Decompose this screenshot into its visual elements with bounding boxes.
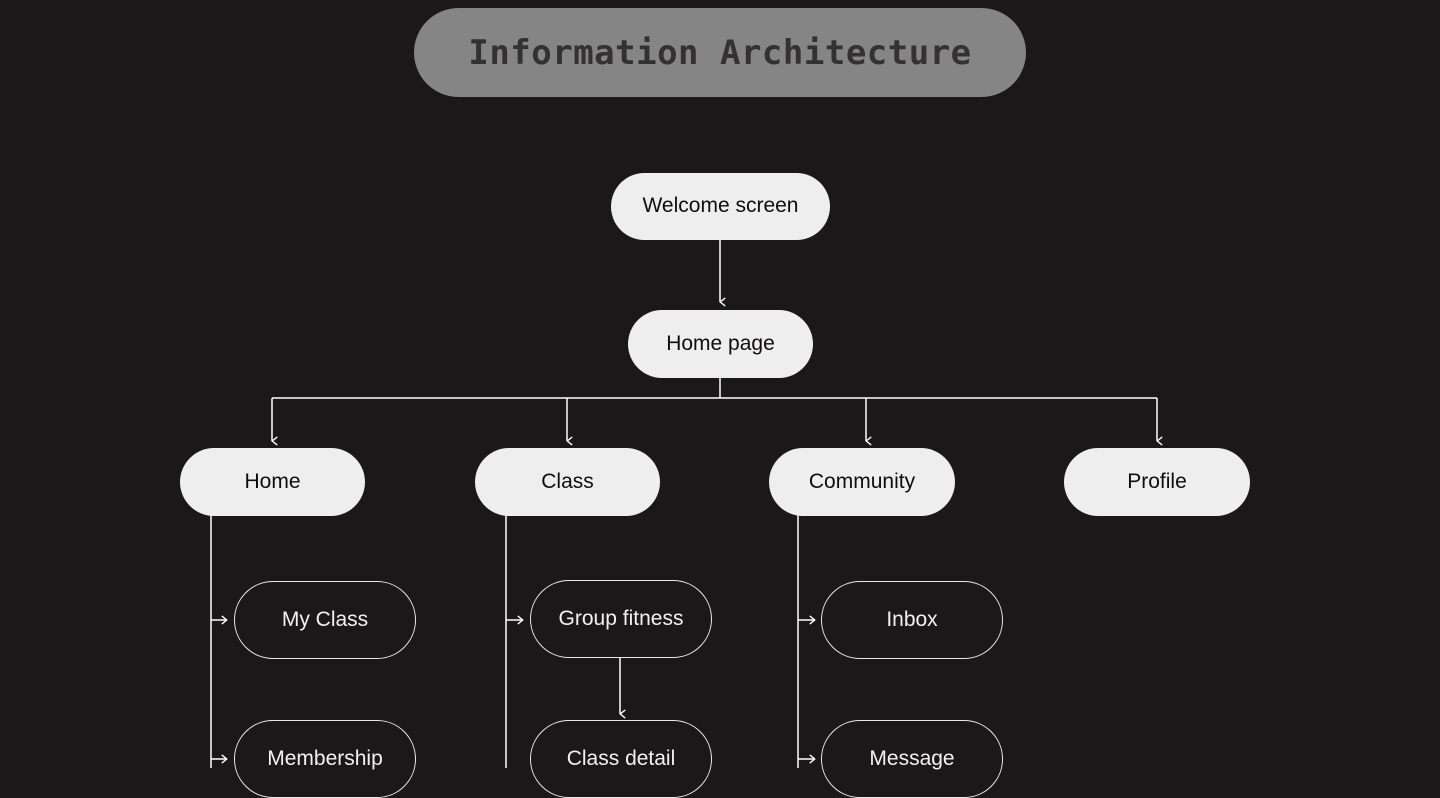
node-profile-label: Profile bbox=[1127, 469, 1187, 493]
node-group-fitness-label: Group fitness bbox=[558, 606, 684, 630]
node-home-label: Home bbox=[244, 469, 301, 493]
node-home-page-label: Home page bbox=[666, 331, 775, 355]
node-membership-label: Membership bbox=[267, 746, 383, 770]
node-welcome-screen-label: Welcome screen bbox=[642, 194, 799, 218]
node-class-label: Class bbox=[541, 469, 594, 493]
node-community-label: Community bbox=[808, 469, 916, 493]
node-message-label: Message bbox=[869, 746, 955, 770]
node-home-page[interactable]: Home page bbox=[628, 310, 813, 378]
node-profile[interactable]: Profile bbox=[1064, 448, 1250, 516]
node-my-class-label: My Class bbox=[281, 607, 369, 631]
node-membership[interactable]: Membership bbox=[234, 720, 416, 798]
node-community[interactable]: Community bbox=[769, 448, 955, 516]
node-welcome-screen[interactable]: Welcome screen bbox=[611, 173, 830, 240]
node-inbox-label: Inbox bbox=[886, 607, 938, 631]
diagram-canvas: Information Architecture bbox=[180, 8, 1250, 798]
node-group-fitness[interactable]: Group fitness bbox=[530, 580, 712, 658]
page-title: Information Architecture bbox=[468, 32, 972, 73]
node-inbox[interactable]: Inbox bbox=[821, 581, 1003, 659]
node-class-detail-label: Class detail bbox=[566, 746, 676, 770]
page-title-banner: Information Architecture bbox=[414, 8, 1026, 97]
node-my-class[interactable]: My Class bbox=[234, 581, 416, 659]
node-home[interactable]: Home bbox=[180, 448, 365, 516]
node-message[interactable]: Message bbox=[821, 720, 1003, 798]
node-class-detail[interactable]: Class detail bbox=[530, 720, 712, 798]
connector-layer bbox=[210, 240, 1163, 768]
node-class[interactable]: Class bbox=[475, 448, 660, 516]
